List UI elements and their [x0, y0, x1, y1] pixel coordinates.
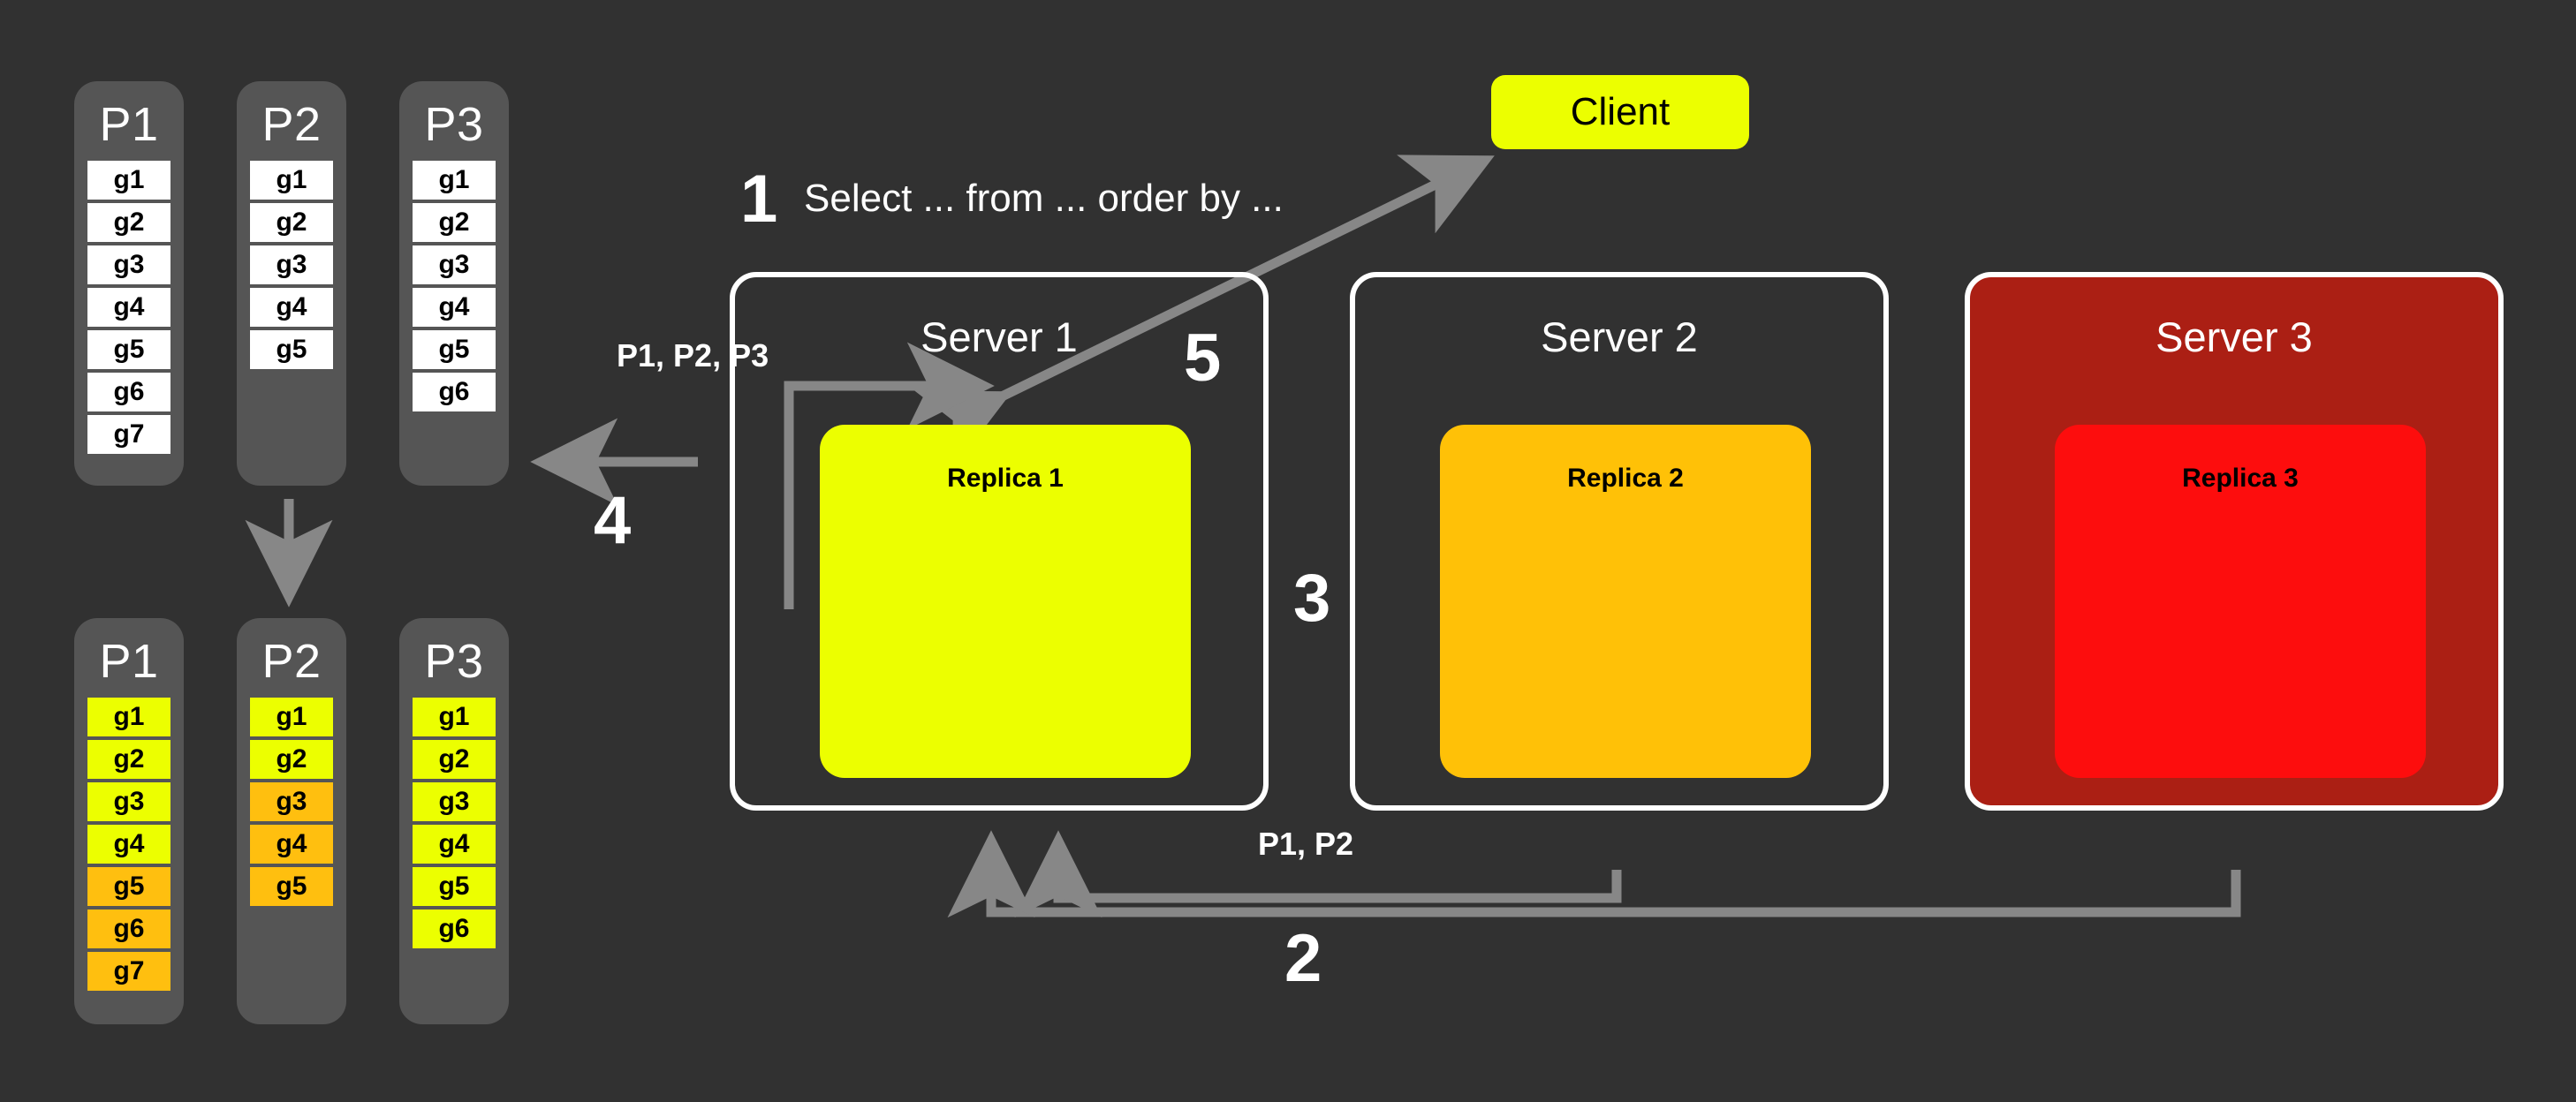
- partition-title: P2: [261, 635, 322, 688]
- step-number-2: 2: [1284, 921, 1322, 996]
- partition-title: P3: [424, 635, 484, 688]
- partition-cell: g1: [87, 161, 170, 200]
- replica-1-box[interactable]: Replica 1: [820, 425, 1191, 778]
- partition-cell: g5: [87, 330, 170, 369]
- partition-cell: g5: [413, 330, 496, 369]
- partition-cell: g4: [87, 288, 170, 327]
- partition-cell: g3: [413, 245, 496, 284]
- partition-column-p2-before: P2 g1 g2 g3 g4 g5: [237, 81, 346, 486]
- partition-cell: g4: [250, 288, 333, 327]
- partition-cells: g1 g2 g3 g4 g5 g6 g7: [87, 698, 170, 991]
- partition-cell: g7: [87, 952, 170, 991]
- step-number-1: 1: [740, 162, 778, 237]
- partition-cell: g3: [87, 245, 170, 284]
- partition-cell: g2: [250, 740, 333, 779]
- partition-cells: g1 g2 g3 g4 g5 g6: [413, 698, 496, 948]
- partition-column-p2-after: P2 g1 g2 g3 g4 g5: [237, 618, 346, 1024]
- client-node[interactable]: Client: [1491, 75, 1749, 149]
- partition-cell: g1: [413, 161, 496, 200]
- replica-2-box[interactable]: Replica 2: [1440, 425, 1811, 778]
- partition-cell: g4: [87, 825, 170, 864]
- server-title: Server 3: [2156, 313, 2313, 360]
- partition-cells: g1 g2 g3 g4 g5: [250, 698, 333, 906]
- partition-cells: g1 g2 g3 g4 g5 g6 g7: [87, 161, 170, 454]
- replica-label: Replica 2: [1567, 464, 1684, 493]
- step-number-4: 4: [594, 483, 632, 558]
- partition-column-p1-after: P1 g1 g2 g3 g4 g5 g6 g7: [74, 618, 184, 1024]
- arrow-step2-server3-to-server1: [947, 830, 2241, 918]
- partition-title: P3: [424, 98, 484, 151]
- partition-cell: g1: [87, 698, 170, 736]
- partition-cell: g7: [87, 415, 170, 454]
- partition-cell: g6: [87, 910, 170, 948]
- partition-cell: g6: [413, 910, 496, 948]
- partition-cell: g3: [250, 782, 333, 821]
- partition-cell: g3: [250, 245, 333, 284]
- partition-column-p1-before: P1 g1 g2 g3 g4 g5 g6 g7: [74, 81, 184, 486]
- partition-cell: g6: [87, 373, 170, 411]
- partition-cells: g1 g2 g3 g4 g5: [250, 161, 333, 369]
- partition-title: P1: [99, 635, 159, 688]
- step-number-3: 3: [1293, 561, 1331, 636]
- partition-cell: g2: [250, 203, 333, 242]
- partition-title: P1: [99, 98, 159, 151]
- partition-cell: g5: [413, 867, 496, 906]
- replica-3-box[interactable]: Replica 3: [2055, 425, 2426, 778]
- partition-title: P2: [261, 98, 322, 151]
- partition-cell: g1: [413, 698, 496, 736]
- partition-cell: g2: [87, 740, 170, 779]
- step-number-5: 5: [1184, 321, 1222, 396]
- replica-label: Replica 1: [947, 464, 1064, 493]
- partition-cell: g4: [413, 825, 496, 864]
- partition-cell: g2: [87, 203, 170, 242]
- partition-column-p3-before: P3 g1 g2 g3 g4 g5 g6: [399, 81, 509, 486]
- replica-label: Replica 3: [2182, 464, 2299, 493]
- partition-cell: g2: [413, 740, 496, 779]
- server-title: Server 1: [921, 313, 1078, 360]
- partition-cell: g3: [413, 782, 496, 821]
- partition-cell: g5: [250, 867, 333, 906]
- partition-cell: g5: [87, 867, 170, 906]
- partition-cell: g1: [250, 161, 333, 200]
- label-p1-p2: P1, P2: [1258, 826, 1354, 862]
- server-1-panel[interactable]: Server 1 Replica 1: [730, 272, 1269, 811]
- partition-column-p3-after: P3 g1 g2 g3 g4 g5 g6: [399, 618, 509, 1024]
- label-p1-p2-p3: P1, P2, P3: [617, 337, 769, 374]
- partition-cell: g4: [413, 288, 496, 327]
- partition-cell: g5: [250, 330, 333, 369]
- partition-cells: g1 g2 g3 g4 g5 g6: [413, 161, 496, 411]
- partition-cell: g1: [250, 698, 333, 736]
- server-3-panel[interactable]: Server 3 Replica 3: [1965, 272, 2504, 811]
- query-text: Select ... from ... order by ...: [804, 177, 1284, 220]
- partition-cell: g6: [413, 373, 496, 411]
- partition-cell: g2: [413, 203, 496, 242]
- partition-cell: g3: [87, 782, 170, 821]
- client-label: Client: [1570, 90, 1671, 133]
- server-2-panel[interactable]: Server 2 Replica 2: [1350, 272, 1889, 811]
- partition-cell: g4: [250, 825, 333, 864]
- server-title: Server 2: [1541, 313, 1698, 360]
